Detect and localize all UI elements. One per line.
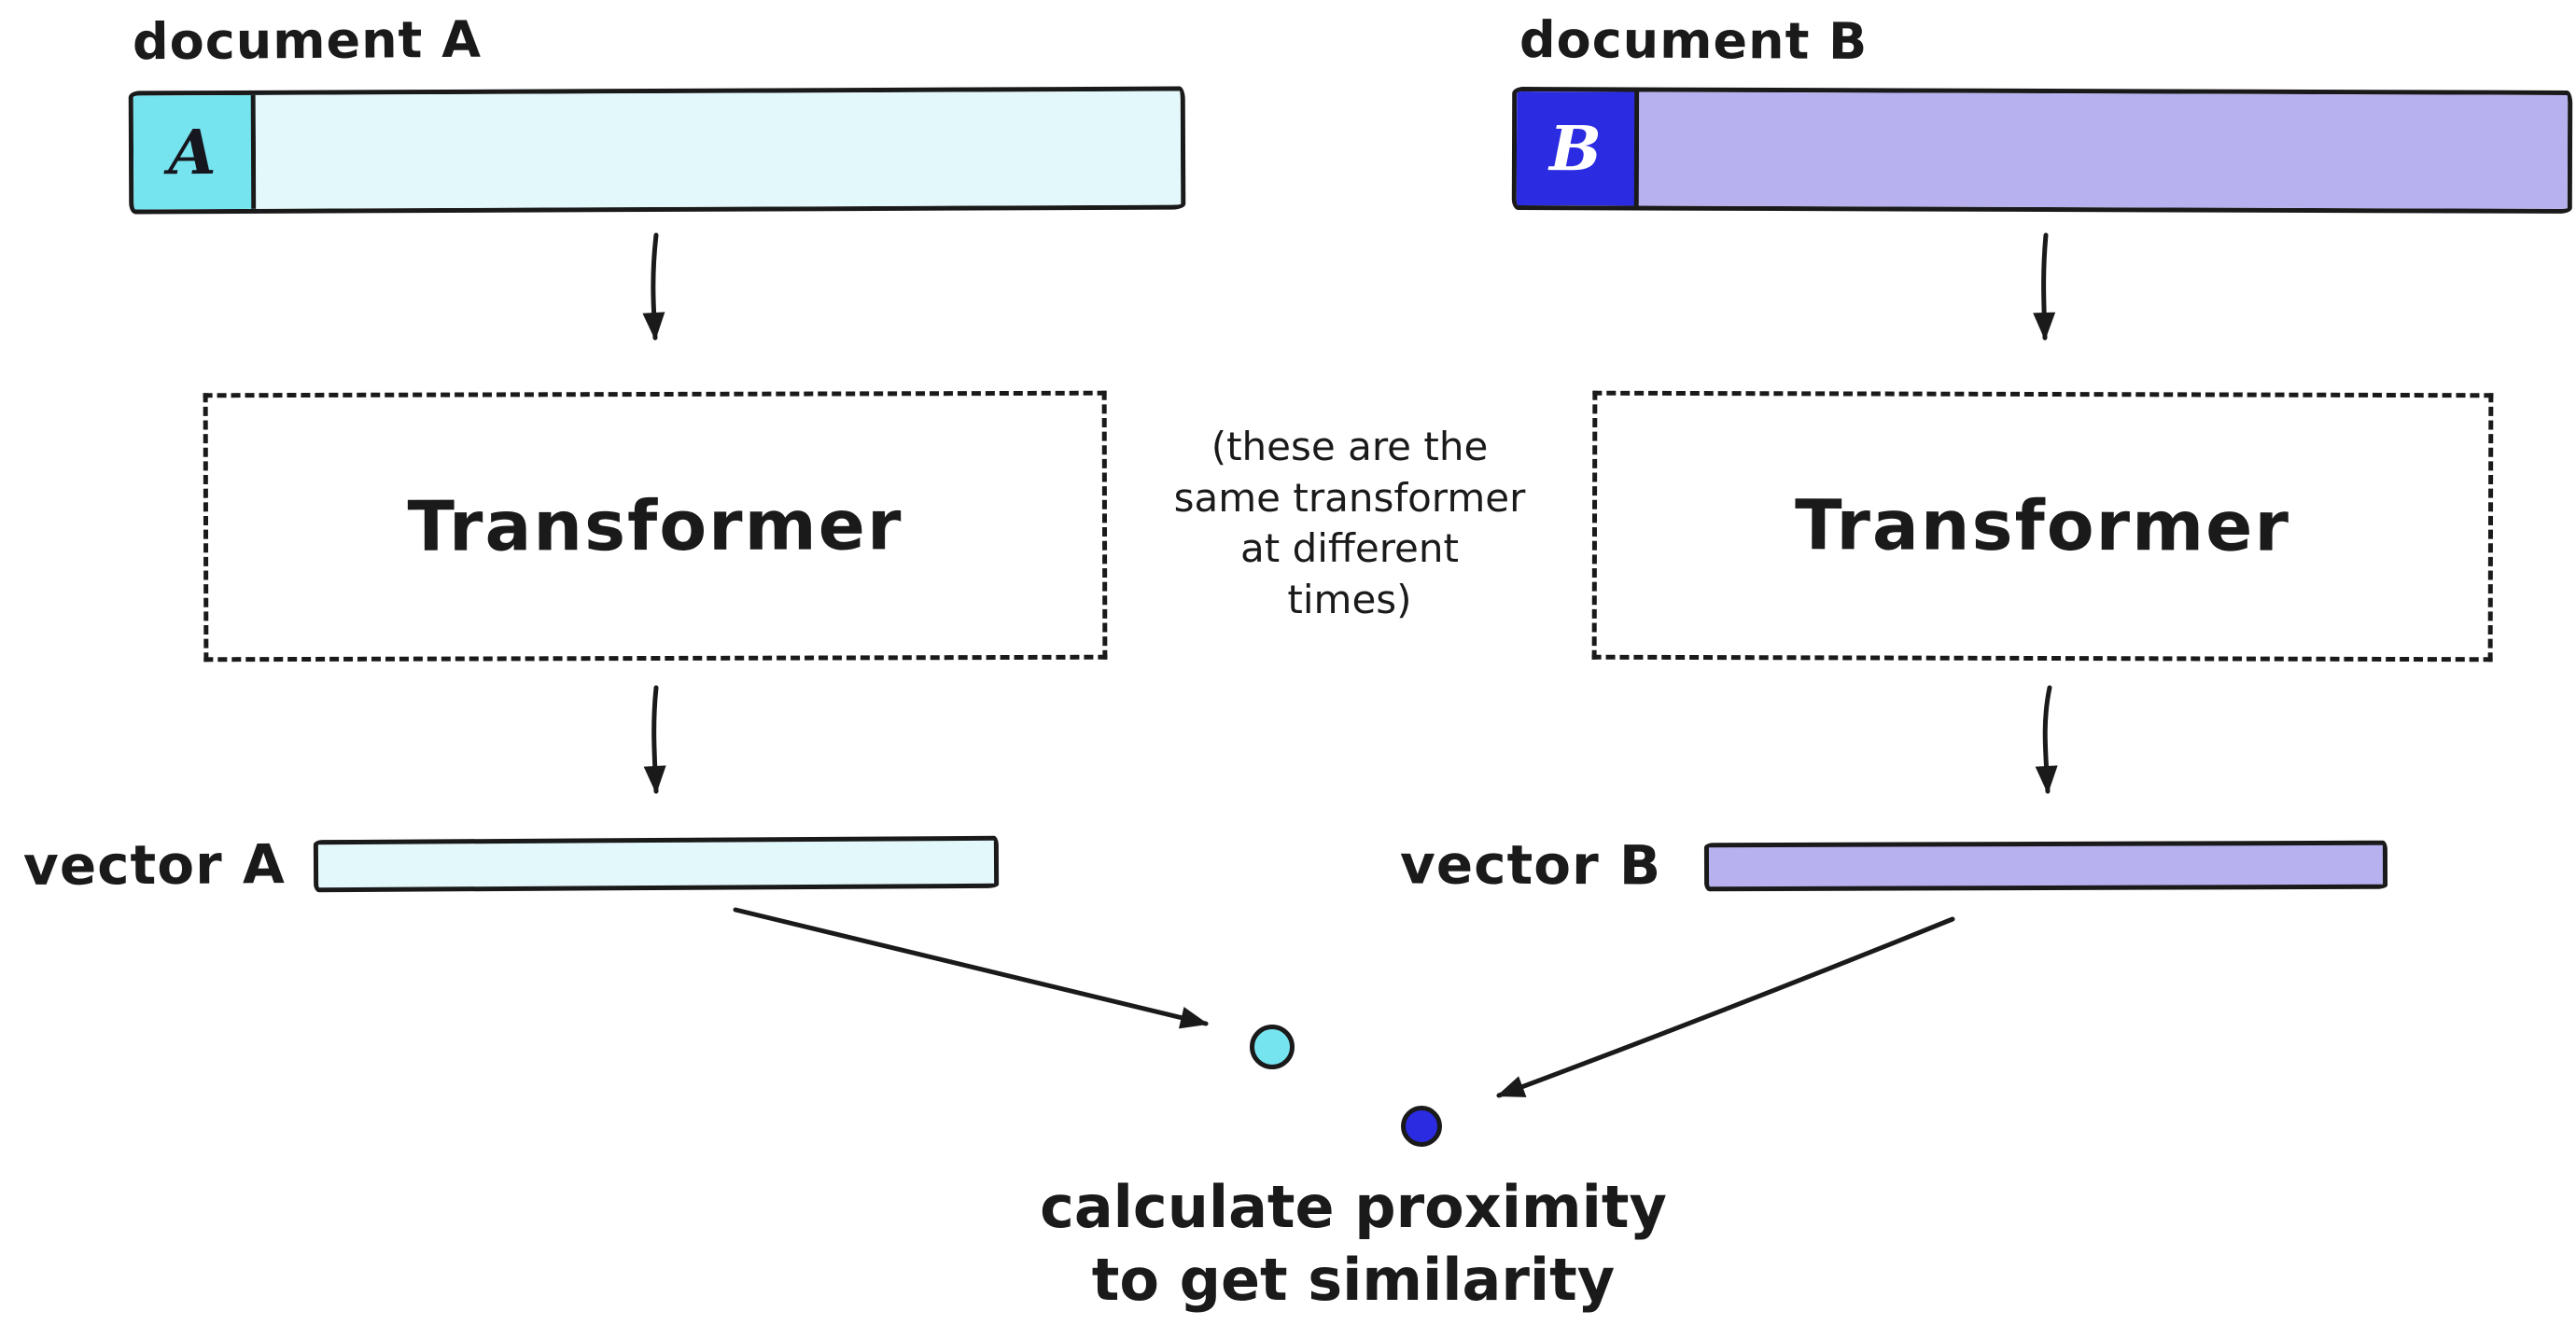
arrow-transformer-to-vector-a [643, 685, 666, 794]
transformer-right-label: Transformer [1794, 485, 2291, 567]
transformer-left-label: Transformer [407, 485, 903, 567]
caption-line-1: calculate proximity [1040, 1173, 1667, 1241]
vector-b-label: vector B [1399, 832, 1662, 898]
arrow-doc-a-to-transformer [642, 232, 665, 341]
similarity-caption: calculate proximity to get similarity [887, 1171, 1820, 1316]
arrow-vector-a-to-dot [733, 907, 1209, 1029]
vector-b-bar [1703, 840, 2388, 892]
note-line-1: (these are the [1211, 424, 1489, 469]
document-a-block: A [133, 94, 257, 210]
arrow-transformer-to-vector-b [2035, 685, 2058, 794]
similarity-dot-a [1250, 1025, 1295, 1069]
document-a-label: document A [132, 9, 483, 72]
document-b-bar: B [1511, 87, 2573, 214]
note-line-4: times) [1287, 576, 1412, 622]
shared-transformer-note: (these are the same transformer at diffe… [1126, 422, 1574, 625]
document-a-body [255, 91, 1182, 209]
arrow-doc-b-to-transformer [2033, 232, 2056, 341]
transformer-box-right: Transformer [1591, 390, 2494, 662]
document-a-bar: A [128, 86, 1186, 215]
document-b-body [1638, 91, 2569, 209]
document-b-block: B [1516, 91, 1640, 206]
note-line-3: at different [1240, 525, 1459, 572]
transformer-box-left: Transformer [203, 390, 1108, 662]
note-line-2: same transformer [1173, 474, 1526, 521]
document-b-label: document B [1519, 10, 1869, 71]
vector-a-bar [313, 835, 1000, 893]
caption-line-2: to get similarity [1091, 1245, 1616, 1314]
similarity-dot-b [1401, 1106, 1442, 1147]
arrow-vector-b-to-dot [1496, 916, 1955, 1098]
vector-a-label: vector A [22, 832, 287, 898]
